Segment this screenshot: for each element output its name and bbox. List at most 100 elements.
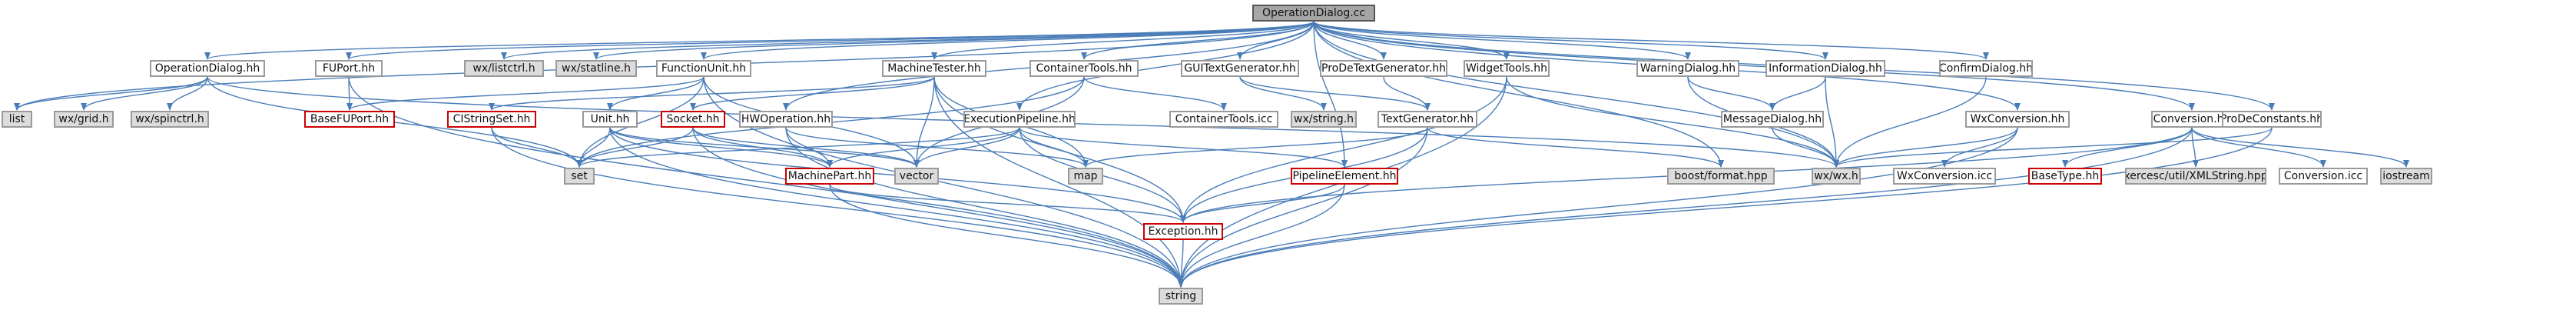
edge-pdc_hh-to-wxwx — [1833, 127, 2273, 168]
node-machinetester-hh[interactable]: MachineTester.hh — [882, 60, 986, 77]
node-confirmdialog-hh[interactable]: ConfirmDialog.hh — [1939, 60, 2033, 77]
node-wx-wx[interactable]: wx/wx.h — [1812, 168, 1861, 185]
node-label: iostream — [2382, 170, 2430, 182]
node-list[interactable]: list — [2, 111, 32, 128]
node-exception-hh[interactable]: Exception.hh — [1143, 223, 1223, 240]
edge-conv_hh-to-iostream — [2191, 127, 2409, 168]
node-label: ProDeTextGenerator.hh — [1321, 62, 1446, 75]
node-wxconversion-hh[interactable]: WxConversion.hh — [1965, 111, 2070, 128]
node-cistringset-hh[interactable]: CIStringSet.hh — [447, 111, 536, 128]
node-wx-string[interactable]: wx/string.h — [1291, 111, 1357, 128]
node-label: Socket.hh — [666, 113, 720, 125]
edge-root-to-ep_hh — [1016, 21, 1315, 111]
node-set[interactable]: set — [564, 168, 595, 185]
edge-root-to-info_hh — [1313, 21, 1828, 60]
node-informationdialog-hh[interactable]: InformationDialog.hh — [1765, 60, 1885, 77]
node-hwoperation-hh[interactable]: HWOperation.hh — [739, 111, 833, 128]
edge-socket_hh-to-mp_hh — [692, 127, 833, 168]
edge-fu_hh-to-unit_hh — [607, 76, 705, 111]
node-unit-hh[interactable]: Unit.hh — [582, 111, 638, 128]
node-label: wx/spinctrl.h — [135, 113, 204, 125]
edge-socket_hh-to-set — [576, 127, 694, 168]
node-label: PipelineElement.hh — [1292, 170, 1397, 182]
edge-pdtg_hh-to-tg_hh — [1383, 76, 1431, 111]
edge-hwop_hh-to-map — [785, 127, 1089, 168]
node-root[interactable]: OperationDialog.cc — [1252, 5, 1375, 22]
node-label: WarningDialog.hh — [1639, 62, 1736, 75]
node-wx-listctrl[interactable]: wx/listctrl.h — [464, 60, 544, 77]
node-wx-grid[interactable]: wx/grid.h — [54, 111, 114, 128]
node-label: wx/grid.h — [58, 113, 109, 125]
node-basetype-hh[interactable]: BaseType.hh — [2028, 168, 2102, 185]
node-executionpipeline-hh[interactable]: ExecutionPipeline.hh — [963, 111, 1076, 128]
node-conversion-icc[interactable]: Conversion.icc — [2279, 168, 2368, 185]
node-label: TextGenerator.hh — [1381, 113, 1474, 125]
edge-conf_hh-to-wxwx — [1833, 76, 1987, 168]
node-xercesc-xmlstring[interactable]: xercesc/util/XMLString.hpp — [2125, 168, 2266, 185]
node-containertools-icc[interactable]: ContainerTools.icc — [1169, 111, 1278, 128]
node-textgenerator-hh[interactable]: TextGenerator.hh — [1378, 111, 1477, 128]
edge-fuport_hh-to-string — [348, 76, 1184, 288]
node-label: HWOperation.hh — [741, 113, 831, 125]
edge-opdlg_hh-to-spin — [167, 76, 208, 111]
node-string[interactable]: string — [1159, 288, 1203, 305]
edge-root-to-conv_hh — [1313, 21, 2195, 111]
edge-info_hh-to-msg_hh — [1769, 76, 1826, 111]
edge-guitg_hh-to-wxstring — [1239, 76, 1327, 111]
node-wx-statline[interactable]: wx/statline.h — [555, 60, 637, 77]
edge-conv_hh-to-conv_icc — [2191, 127, 2326, 168]
node-widgettools-hh[interactable]: WidgetTools.hh — [1464, 60, 1550, 77]
node-label: set — [571, 170, 588, 182]
node-socket-hh[interactable]: Socket.hh — [661, 111, 725, 128]
node-warningdialog-hh[interactable]: WarningDialog.hh — [1636, 60, 1739, 77]
node-operationdialog-hh[interactable]: OperationDialog.hh — [150, 60, 265, 77]
node-prodeconstants-hh[interactable]: ProDeConstants.hh — [2222, 111, 2322, 128]
edge-wxc_hh-to-wxwx — [1833, 127, 2018, 168]
node-label: WidgetTools.hh — [1466, 62, 1547, 75]
edge-root-to-warn_hh — [1313, 21, 1691, 60]
node-label: BaseFUPort.hh — [310, 113, 390, 125]
edge-root-to-conf_hh — [1313, 21, 1989, 60]
node-pipelineelement-hh[interactable]: PipelineElement.hh — [1291, 168, 1398, 185]
node-conversion-hh[interactable]: Conversion.hh — [2151, 111, 2233, 128]
node-map[interactable]: map — [1068, 168, 1103, 185]
node-label: MachineTester.hh — [887, 62, 981, 75]
edge-hwop_hh-to-string — [785, 127, 1184, 288]
edge-mt_hh-to-cistr — [489, 76, 935, 111]
node-machinepart-hh[interactable]: MachinePart.hh — [785, 168, 874, 185]
node-iostream[interactable]: iostream — [2380, 168, 2432, 185]
node-label: ContainerTools.hh — [1036, 62, 1132, 75]
edge-guitg_hh-to-tg_hh — [1239, 76, 1431, 111]
edge-unit_hh-to-string — [609, 127, 1184, 288]
node-label: wx/listctrl.h — [472, 62, 535, 75]
node-containertools-hh[interactable]: ContainerTools.hh — [1029, 60, 1139, 77]
node-vector[interactable]: vector — [894, 168, 939, 185]
edge-conv_hh-to-xerces — [2191, 127, 2199, 168]
edge-warn_hh-to-msg_hh — [1687, 76, 1775, 111]
edge-ct_hh-to-ct_icc — [1083, 76, 1227, 111]
node-wxconversion-icc[interactable]: WxConversion.icc — [1893, 168, 1996, 185]
node-label: ExecutionPipeline.hh — [963, 113, 1076, 125]
node-label: WxConversion.hh — [1970, 113, 2065, 125]
node-guitextgenerator-hh[interactable]: GUITextGenerator.hh — [1181, 60, 1299, 77]
edge-root-to-statline — [593, 21, 1315, 60]
node-label: boost/format.hpp — [1674, 170, 1768, 182]
node-messagedialog-hh[interactable]: MessageDialog.hh — [1721, 111, 1824, 128]
edge-root-to-opdlg_hh — [204, 21, 1315, 60]
node-boost-format-hpp[interactable]: boost/format.hpp — [1667, 168, 1775, 185]
node-functionunit-hh[interactable]: FunctionUnit.hh — [656, 60, 751, 77]
node-label: BaseType.hh — [2031, 170, 2100, 182]
edge-cistr-to-string — [491, 127, 1184, 288]
node-prodetextgenerator-hh[interactable]: ProDeTextGenerator.hh — [1320, 60, 1447, 77]
edge-mp_hh-to-exc_hh — [829, 184, 1186, 223]
edge-fu_hh-to-basefu — [346, 76, 705, 111]
node-fuport-hh[interactable]: FUPort.hh — [315, 60, 383, 77]
edge-info_hh-to-wxwx — [1825, 76, 1839, 168]
edge-ep_hh-to-vector — [913, 127, 1020, 168]
edge-wxc_hh-to-string — [1178, 127, 2018, 288]
node-basefuport-hh[interactable]: BaseFUPort.hh — [304, 111, 395, 128]
edge-wt_hh-to-exc_hh — [1180, 76, 1507, 223]
node-label: wx/statline.h — [562, 62, 631, 75]
node-wx-spinctrl[interactable]: wx/spinctrl.h — [131, 111, 209, 128]
